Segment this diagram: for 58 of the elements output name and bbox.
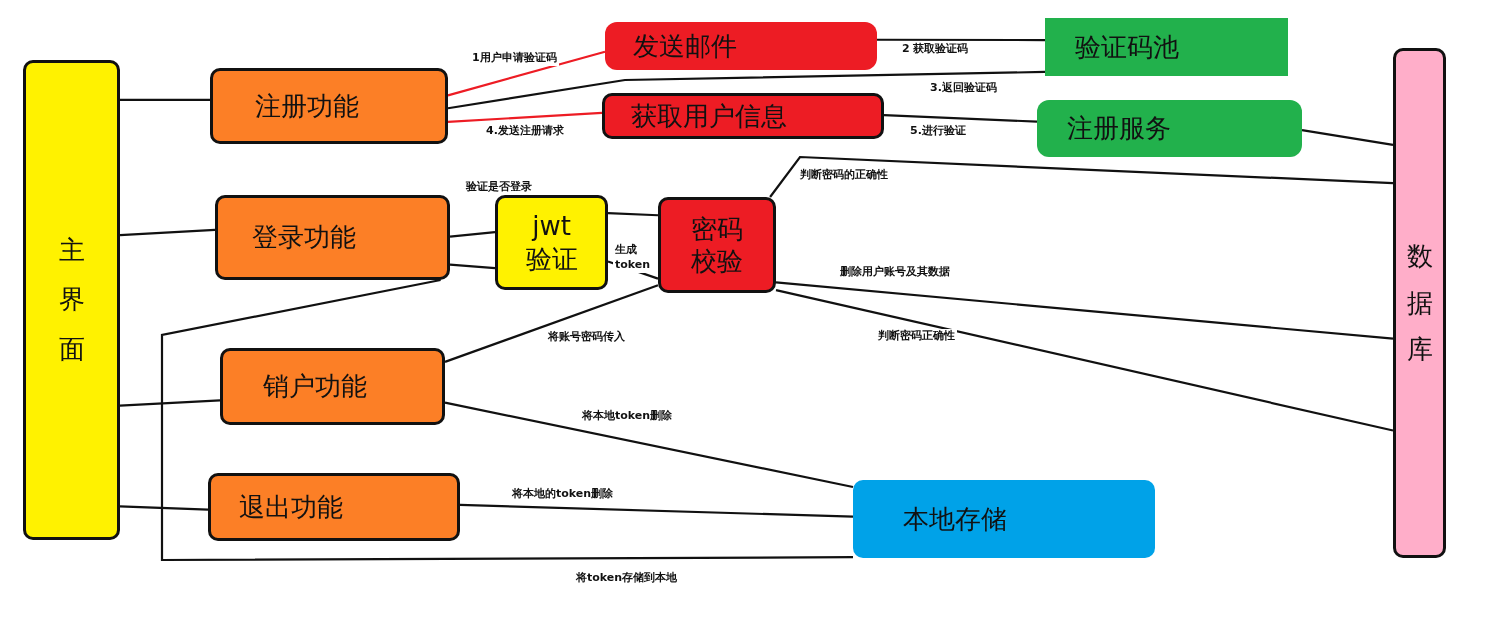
edge-label: 将token存储到本地 <box>574 571 680 586</box>
edge-label: 3.返回验证码 <box>928 81 999 96</box>
node-label: 登录功能 <box>252 221 356 254</box>
edge-label: 4.发送注册请求 <box>484 124 566 139</box>
edge-label: 验证是否登录 <box>464 180 534 195</box>
connector-line <box>877 38 1045 42</box>
function-box <box>220 348 445 425</box>
connector-line <box>883 114 1038 123</box>
node-label: 数据库 <box>1406 239 1433 367</box>
connector-line <box>447 111 603 124</box>
process-box <box>602 93 884 139</box>
node-label: 销户功能 <box>263 370 367 403</box>
connector-line <box>120 98 210 101</box>
main-screen-panel <box>23 60 120 540</box>
node-label: 退出功能 <box>239 490 343 524</box>
process-box <box>495 195 608 290</box>
connector-line <box>160 278 853 562</box>
service-box <box>1045 18 1288 76</box>
connector-line <box>607 211 659 217</box>
connector-line <box>447 50 606 97</box>
node-label: 密码校验 <box>690 212 744 278</box>
node-label: 获取用户信息 <box>631 99 787 133</box>
connector-line <box>1301 129 1394 146</box>
edge-label: 将本地token删除 <box>580 409 675 424</box>
edge-label: 5.进行验证 <box>908 124 968 139</box>
function-box <box>208 473 460 541</box>
node-label: jwt验证 <box>524 210 579 275</box>
edge-label: 判断密码正确性 <box>876 329 957 344</box>
connector-line <box>119 399 221 407</box>
storage-box <box>853 480 1155 558</box>
edge-label: 判断密码的正确性 <box>798 168 890 183</box>
connector-line <box>444 401 854 489</box>
function-box <box>215 195 450 280</box>
node-label: 注册服务 <box>1067 112 1171 145</box>
connector-line <box>449 230 496 238</box>
function-box <box>210 68 448 144</box>
connector-line <box>447 70 1046 110</box>
service-box <box>1037 100 1302 157</box>
connector-line <box>119 505 209 511</box>
process-box <box>605 22 877 70</box>
database-column <box>1393 48 1446 558</box>
edge-label: 2 获取验证码 <box>900 42 971 57</box>
node-label: 主界面 <box>58 233 85 366</box>
edge-label: 1用户申请验证码 <box>470 51 559 66</box>
node-label: 注册功能 <box>255 89 359 123</box>
connector-line <box>459 503 854 518</box>
edge-label: 将本地的token删除 <box>510 487 616 502</box>
node-label: 验证码池 <box>1075 30 1179 64</box>
connector-line <box>119 228 216 237</box>
connector-line <box>775 289 1394 432</box>
node-label: 本地存储 <box>903 502 1007 536</box>
connector-line <box>449 263 496 270</box>
connector-line <box>775 281 1394 340</box>
connector-line <box>769 155 1394 198</box>
connector-line <box>444 284 659 363</box>
edge-label: 将账号密码传入 <box>546 330 627 345</box>
node-label: 发送邮件 <box>633 29 737 63</box>
process-box <box>658 197 776 293</box>
